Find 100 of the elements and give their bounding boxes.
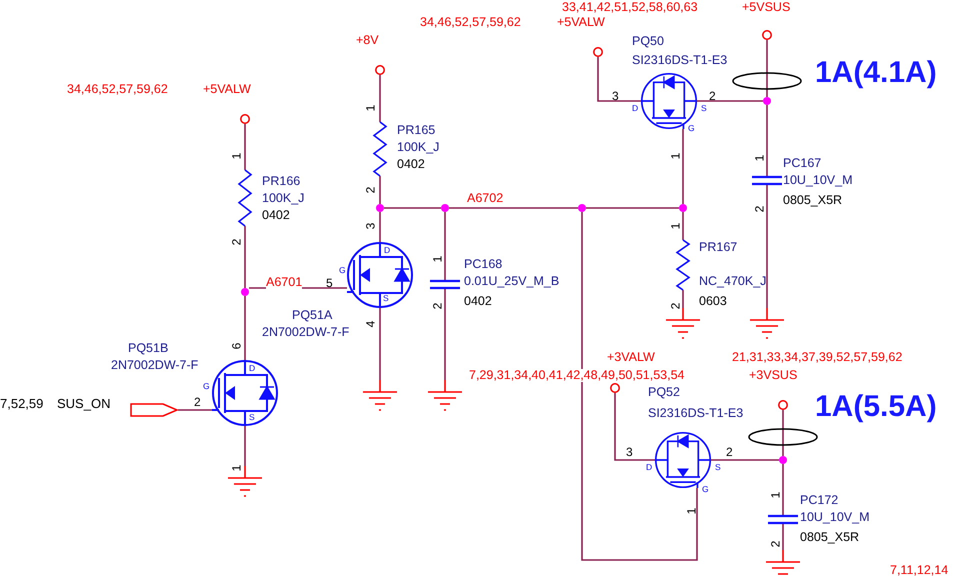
pin-number: 2	[364, 186, 376, 194]
component-designator: PR166	[262, 175, 300, 188]
wire	[379, 75, 381, 122]
page-reference: 33,41,42,51,52,58,60,63	[562, 1, 698, 14]
pin-letter: G	[702, 485, 709, 494]
pin-number: 1	[669, 152, 682, 160]
current-rating: 1A(5.5A)	[815, 392, 937, 422]
pin-number: 4	[364, 320, 376, 328]
pin-letter: D	[384, 246, 390, 254]
wire	[682, 212, 684, 240]
pin-number: 3	[626, 446, 633, 458]
component-value: 10U_10V_M	[800, 511, 870, 524]
page-reference: 7,11,12,14	[890, 564, 948, 576]
wire	[244, 296, 246, 360]
component-designator: PC168	[464, 258, 502, 270]
package-size: 0805_X5R	[800, 531, 860, 544]
wire	[766, 185, 768, 308]
page-reference: 21,31,33,34,37,39,52,57,59,62	[732, 351, 902, 364]
component-value: SI2316DS-T1-E3	[632, 54, 728, 66]
wire	[766, 105, 768, 176]
signal-name: SUS_ON	[57, 397, 110, 410]
package-size: 0402	[464, 295, 492, 308]
wire	[449, 207, 578, 209]
net-name: +5VALW	[203, 83, 251, 96]
pin-letter: S	[715, 463, 721, 472]
pin-letter: G	[688, 124, 695, 132]
pin-number: 1	[364, 104, 376, 112]
component-value: 2N7002DW-7-F	[262, 326, 350, 338]
net-name: +3VALW	[607, 351, 655, 364]
pin-number: 2	[669, 302, 682, 310]
component-value: 2N7002DW-7-F	[111, 359, 198, 372]
component-designator: PQ50	[632, 35, 664, 48]
wire	[597, 57, 641, 102]
net-name: +3VSUS	[749, 369, 798, 382]
wire	[379, 308, 381, 380]
package-size: 0402	[397, 158, 425, 170]
wire	[444, 212, 446, 280]
net-name: A6702	[467, 192, 504, 204]
pin-number: 1	[753, 154, 766, 162]
pin-number: 1	[230, 464, 242, 472]
package-size: 0603	[699, 295, 727, 308]
wire	[586, 207, 679, 209]
pin-letter: D	[632, 104, 638, 112]
wire	[682, 290, 684, 308]
component-designator: PC167	[783, 157, 822, 170]
pin-number: 1	[669, 222, 682, 230]
pin-number: 5	[326, 277, 333, 289]
component-designator: PR165	[397, 124, 436, 136]
wire	[614, 393, 655, 461]
wire	[244, 426, 246, 466]
wire	[444, 289, 446, 380]
pin-number: 2	[431, 302, 444, 310]
component-designator: PQ51B	[128, 342, 168, 354]
component-value: 0.01U_25V_M_B	[464, 275, 560, 288]
wire	[244, 124, 246, 170]
pin-number: 3	[364, 222, 376, 230]
wire	[384, 207, 441, 209]
component-designator: PQ52	[648, 386, 680, 398]
wire	[379, 176, 381, 204]
pin-number: 6	[230, 342, 242, 350]
pin-number: 2	[726, 446, 733, 458]
page-reference: 34,46,52,57,59,62	[420, 16, 521, 28]
net-name: A6701	[266, 276, 302, 288]
wire	[697, 100, 763, 102]
pin-number: 2	[230, 238, 242, 246]
pin-letter: S	[701, 104, 707, 112]
package-size: 0805_X5R	[783, 194, 842, 206]
net-name: +5VSUS	[742, 1, 790, 14]
component-designator: PC172	[800, 494, 838, 506]
pin-number: 2	[709, 90, 716, 102]
wire	[244, 226, 246, 288]
pin-number: 1	[769, 492, 782, 498]
component-designator: PR167	[699, 241, 738, 254]
component-value: 100K_J	[397, 141, 440, 154]
pin-number: 2	[194, 396, 201, 408]
wire	[782, 524, 784, 550]
wire	[766, 40, 768, 97]
pin-letter: S	[383, 294, 389, 302]
pin-letter: S	[249, 413, 255, 422]
wire	[711, 459, 779, 461]
wire	[178, 409, 212, 411]
component-designator: PQ51A	[292, 309, 332, 322]
pin-letter: D	[646, 463, 652, 472]
pin-number: 1	[685, 508, 698, 514]
wire	[682, 129, 684, 204]
wire	[782, 410, 784, 456]
pin-number: 2	[753, 206, 766, 212]
component-value: 100K_J	[262, 192, 304, 204]
wire	[782, 464, 784, 515]
current-rating: 1A(4.1A)	[815, 58, 937, 88]
page-reference: 7,29,31,34,40,41,42,48,49,50,51,53,54	[469, 369, 684, 382]
net-name: +8V	[356, 34, 379, 46]
pin-number: 1	[230, 152, 242, 160]
component-value: NC_470K_J	[699, 275, 766, 288]
page-reference: 7,52,59	[0, 397, 44, 410]
component-value: 10U_10V_M	[783, 174, 852, 186]
wire	[379, 212, 381, 242]
pin-letter: D	[249, 364, 256, 372]
package-size: 0402	[262, 209, 290, 222]
page-reference: 34,46,52,57,59,62	[67, 83, 168, 96]
